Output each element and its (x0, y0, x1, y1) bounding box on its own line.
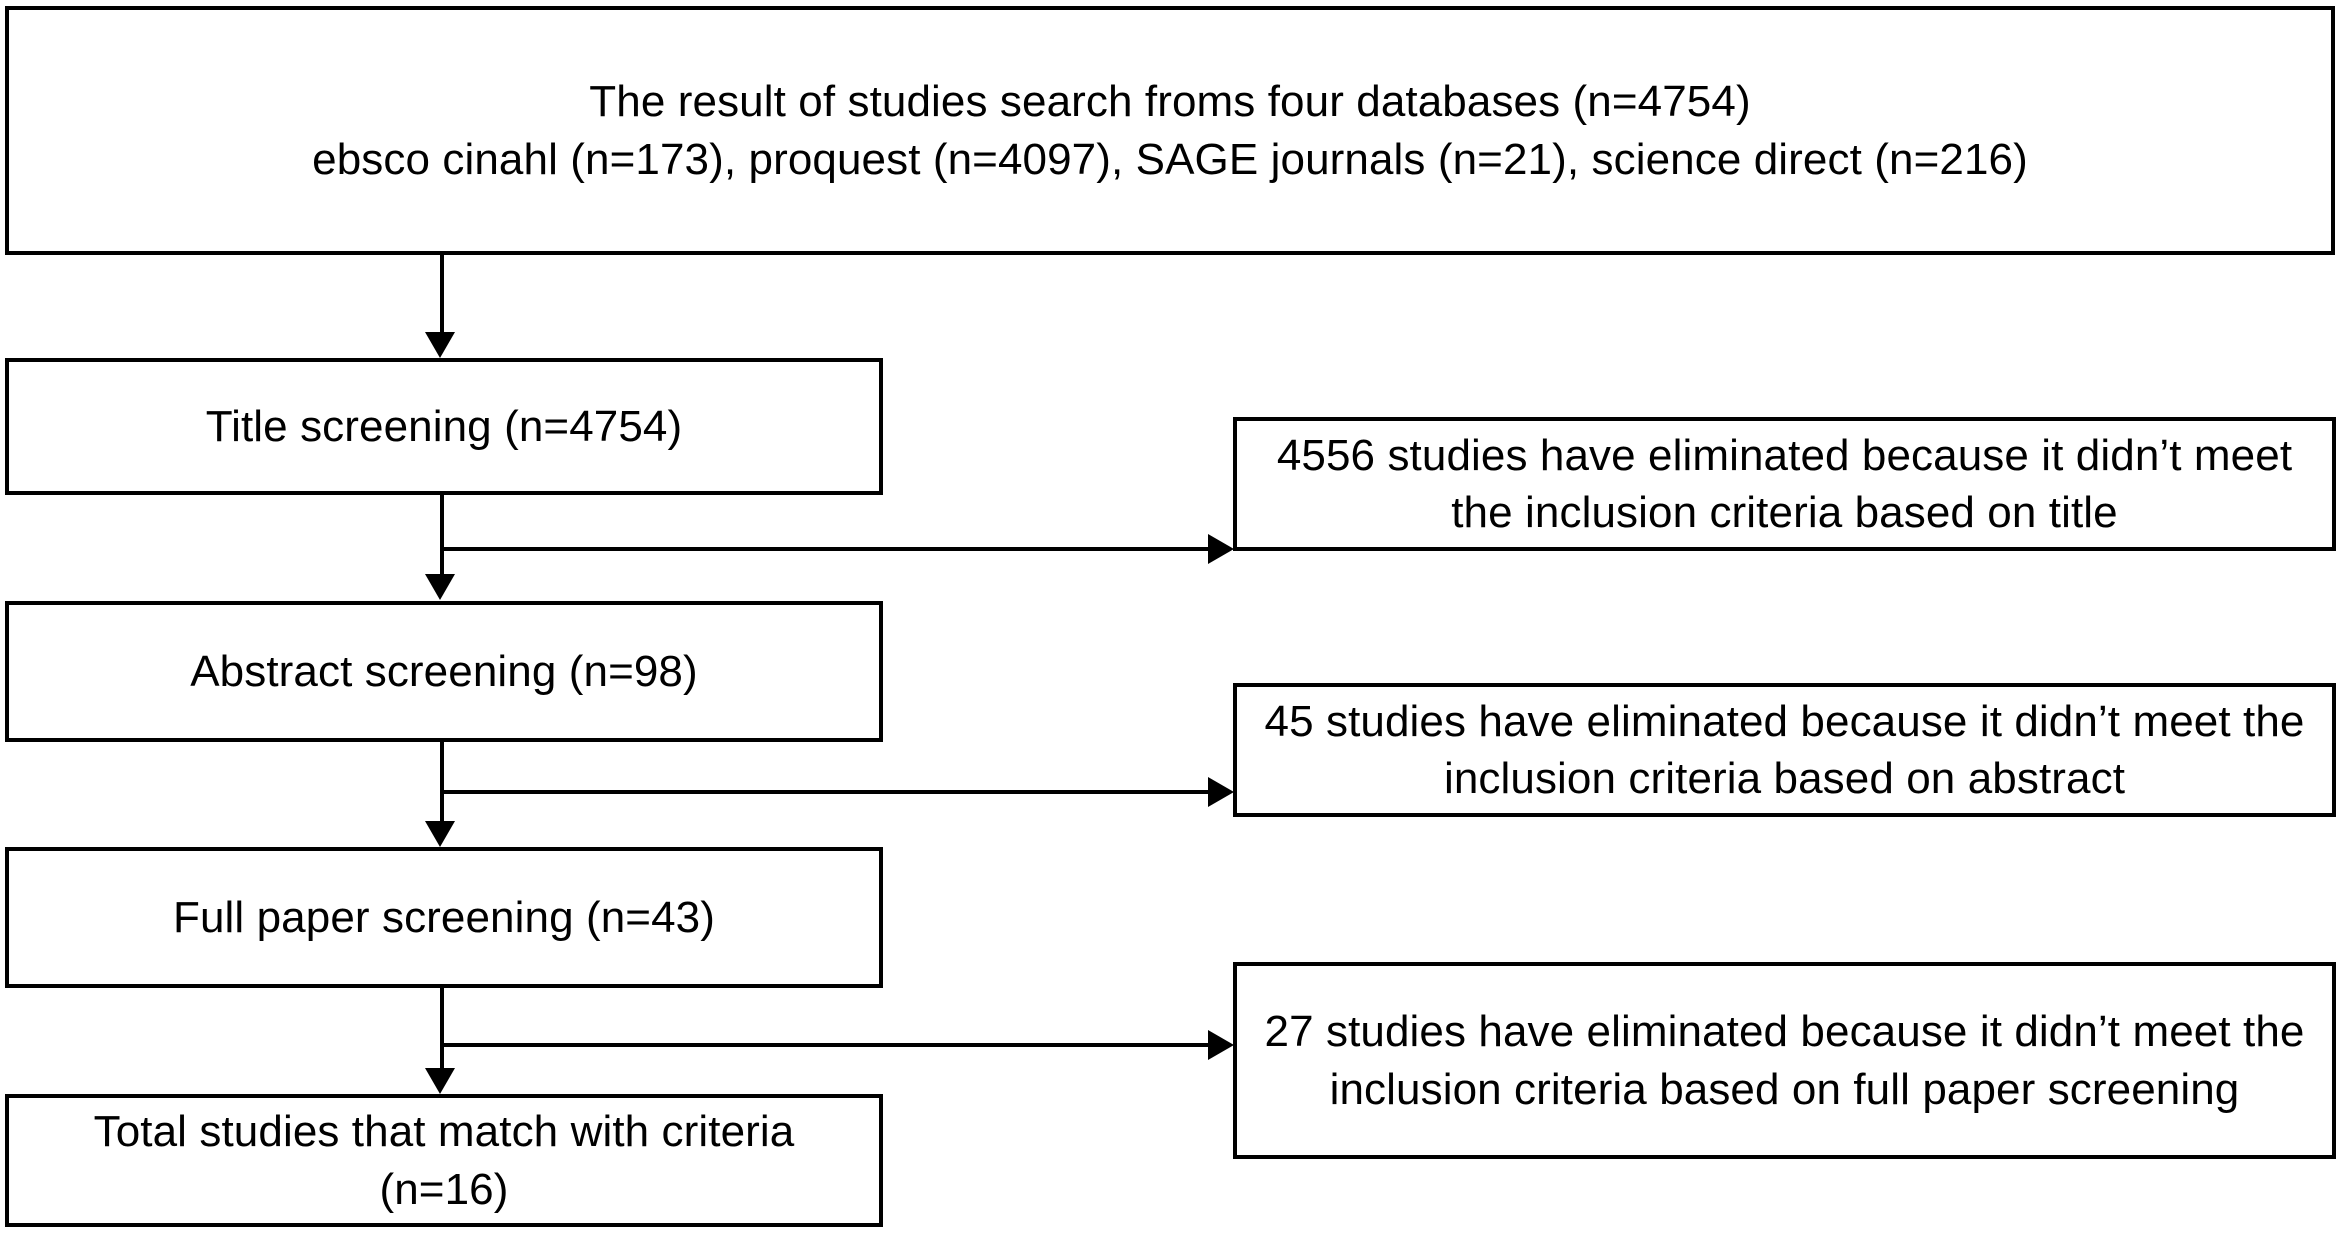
box-excluded-by-title: 4556 studies have eliminated because it … (1233, 417, 2336, 551)
box-excluded-by-full-paper: 27 studies have eliminated because it di… (1233, 962, 2336, 1159)
connector-abstract-to-fullpaper (440, 742, 444, 824)
box-records-identified-label: The result of studies search froms four … (312, 77, 2028, 184)
box-full-paper-screening-label: Full paper screening (n=43) (172, 892, 715, 942)
box-excluded-by-title-label: 4556 studies have eliminated because it … (1276, 430, 2293, 537)
box-excluded-by-abstract-label: 45 studies have eliminated because it di… (1264, 696, 2305, 803)
arrow-title-to-exclusion (1208, 534, 1234, 564)
arrow-title-to-abstract (425, 574, 455, 600)
connector-title-to-abstract (440, 495, 444, 575)
connector-fullpaper-to-total (440, 988, 444, 1070)
arrow-fullpaper-to-exclusion (1208, 1030, 1234, 1060)
arrow-abstract-to-fullpaper (425, 821, 455, 847)
box-included-studies: Total studies that match with criteria (… (5, 1094, 883, 1227)
box-abstract-screening-label: Abstract screening (n=98) (190, 646, 698, 696)
arrow-abstract-to-exclusion (1208, 777, 1234, 807)
connector-fullpaper-to-exclusion (440, 1043, 1220, 1047)
box-full-paper-screening: Full paper screening (n=43) (5, 847, 883, 988)
arrow-source-to-title (425, 332, 455, 358)
box-excluded-by-abstract: 45 studies have eliminated because it di… (1233, 683, 2336, 817)
box-abstract-screening: Abstract screening (n=98) (5, 601, 883, 742)
box-records-identified: The result of studies search froms four … (5, 6, 2335, 255)
connector-source-to-title (440, 255, 444, 335)
box-included-studies-label: Total studies that match with criteria (… (93, 1107, 795, 1214)
arrow-fullpaper-to-total (425, 1068, 455, 1094)
box-title-screening-label: Title screening (n=4754) (205, 401, 683, 451)
box-excluded-by-full-paper-label: 27 studies have eliminated because it di… (1264, 1007, 2305, 1114)
box-title-screening: Title screening (n=4754) (5, 358, 883, 495)
connector-abstract-to-exclusion (440, 790, 1220, 794)
connector-title-to-exclusion (440, 547, 1220, 551)
